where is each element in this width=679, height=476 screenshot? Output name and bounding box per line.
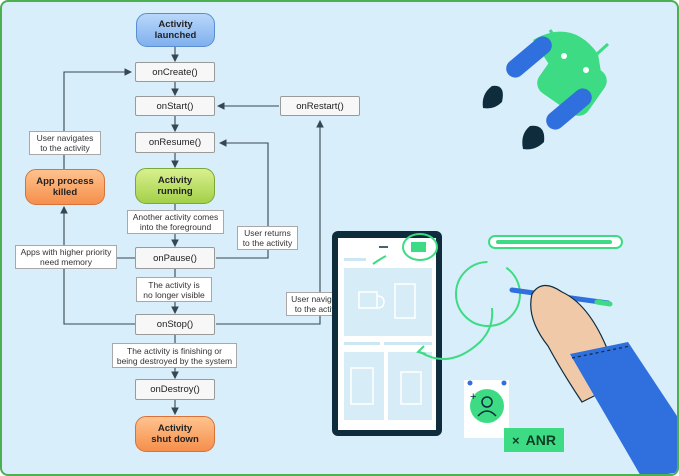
- activity-launched-node: Activity launched: [136, 13, 215, 47]
- anr-label: ANR: [525, 432, 556, 448]
- phone-icon: [332, 231, 494, 436]
- note-another-activity-foreground: Another activity comes into the foregrou…: [127, 210, 224, 234]
- activity-shut-down-node: Activity shut down: [135, 416, 215, 452]
- on-resume-node: onResume(): [135, 132, 215, 153]
- on-restart-node: onRestart(): [280, 96, 360, 116]
- note-finishing-or-destroyed: The activity is finishing or being destr…: [112, 343, 237, 368]
- note-user-navigates-left: User navigates to the activity: [29, 131, 101, 155]
- on-create-node: onCreate(): [135, 62, 215, 82]
- on-start-node: onStart(): [135, 96, 215, 116]
- android-robot-icon: [482, 29, 610, 150]
- note-no-longer-visible: The activity is no longer visible: [136, 277, 212, 302]
- close-icon: ×: [512, 432, 520, 448]
- anr-badge: × ANR: [504, 428, 564, 452]
- on-stop-node: onStop(): [135, 314, 215, 335]
- profile-card-icon: +: [464, 380, 509, 438]
- note-user-returns: User returns to the activity: [237, 226, 298, 250]
- app-process-killed-node: App process killed: [25, 169, 105, 205]
- hand-with-pen-icon: [509, 284, 677, 474]
- svg-text:+: +: [470, 391, 476, 403]
- on-pause-node: onPause(): [135, 247, 215, 269]
- on-destroy-node: onDestroy(): [135, 379, 215, 400]
- activity-running-node: Activity running: [135, 168, 215, 204]
- progress-bar-icon: [488, 235, 623, 249]
- note-higher-priority-memory: Apps with higher priority need memory: [15, 245, 117, 269]
